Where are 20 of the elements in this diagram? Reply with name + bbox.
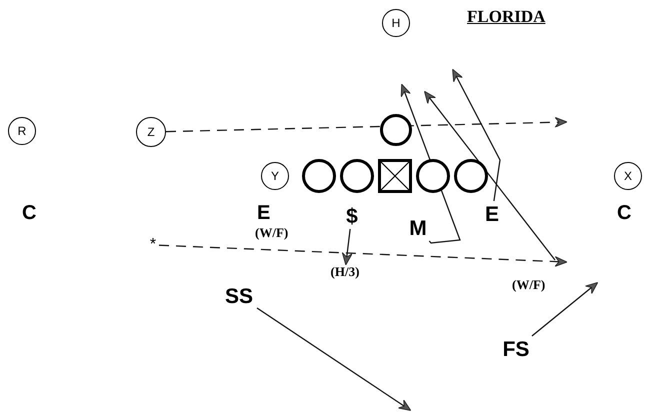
text-label: (W/F) xyxy=(255,226,288,239)
text-label: C xyxy=(22,203,36,223)
dashed-route-arrow xyxy=(158,244,568,267)
route-arrow xyxy=(256,308,412,411)
dashed-route-arrow xyxy=(166,116,568,132)
text-label: (W/F) xyxy=(512,278,546,291)
route-arrow xyxy=(342,228,353,266)
defender-label: M xyxy=(405,215,431,241)
route-arrow xyxy=(452,68,501,202)
defender-label: FS xyxy=(498,336,534,362)
defender-label: $ xyxy=(343,203,361,229)
text-label: FLORIDA xyxy=(467,8,546,25)
defender-label: SS xyxy=(221,283,257,309)
defender-label: E xyxy=(482,201,502,227)
center-square xyxy=(378,159,412,193)
route-arrow xyxy=(532,282,598,336)
zone-label: (H/3) xyxy=(325,264,365,279)
star-mark: * xyxy=(147,237,159,253)
text-label: C xyxy=(617,203,632,223)
text-label: E xyxy=(257,203,270,223)
